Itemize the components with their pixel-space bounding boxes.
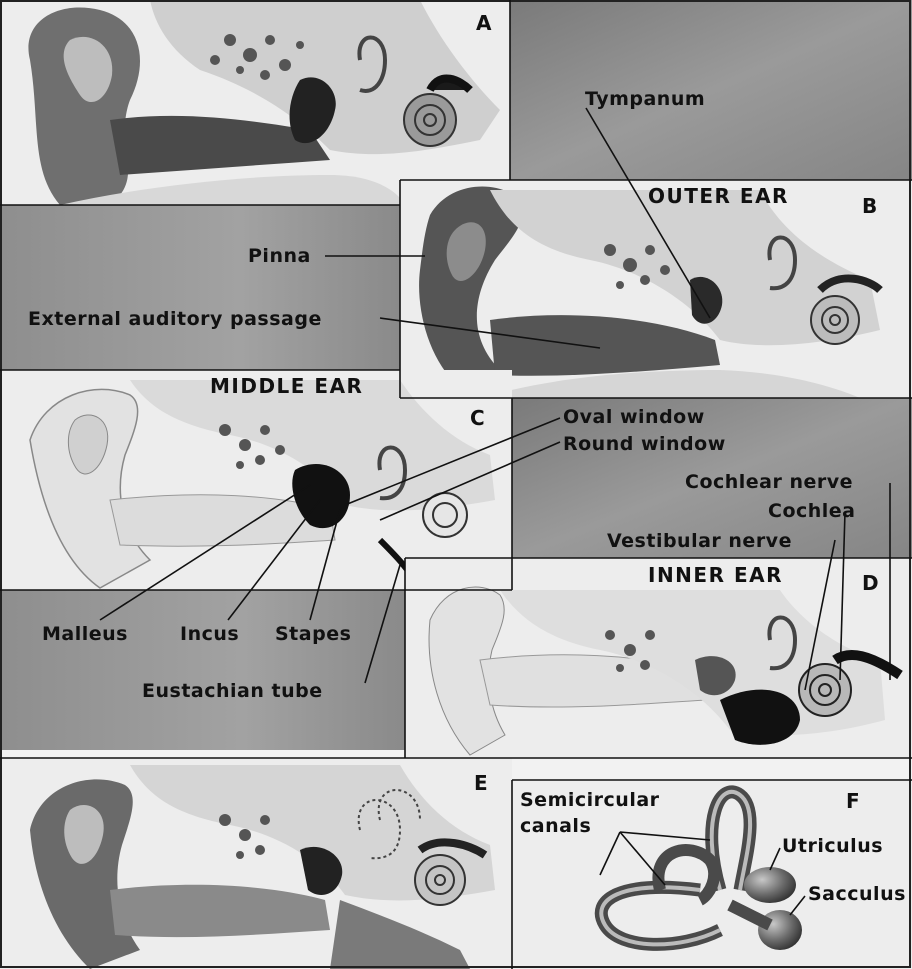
label-tympanum: Tympanum bbox=[585, 88, 705, 110]
panel-letter-d: D bbox=[862, 571, 879, 595]
label-canals: canals bbox=[520, 815, 591, 837]
label-cochlea: Cochlea bbox=[768, 500, 856, 522]
gray-box-left-b bbox=[0, 205, 400, 370]
panel-b-illustration bbox=[400, 180, 912, 398]
panel-letter-f: F bbox=[846, 789, 860, 813]
label-stapes: Stapes bbox=[275, 623, 351, 645]
label-incus: Incus bbox=[180, 623, 239, 645]
panel-e-illustration bbox=[0, 758, 512, 969]
panel-d-illustration bbox=[405, 558, 912, 758]
label-external-auditory-passage: External auditory passage bbox=[28, 308, 322, 330]
heading-outer-ear: OUTER EAR bbox=[648, 184, 789, 208]
label-sacculus: Sacculus bbox=[808, 883, 906, 905]
label-utriculus: Utriculus bbox=[782, 835, 883, 857]
label-round-window: Round window bbox=[563, 433, 726, 455]
heading-middle-ear: MIDDLE EAR bbox=[210, 374, 363, 398]
panel-a-illustration bbox=[0, 0, 510, 205]
panel-letter-b: B bbox=[862, 194, 878, 218]
panel-letter-e: E bbox=[474, 771, 488, 795]
label-eustachian-tube: Eustachian tube bbox=[142, 680, 323, 702]
panel-letter-a: A bbox=[476, 11, 492, 35]
panel-c-illustration bbox=[0, 370, 512, 590]
label-pinna: Pinna bbox=[248, 245, 311, 267]
label-semicircular: Semicircular bbox=[520, 789, 660, 811]
gray-box-left-d bbox=[0, 590, 405, 750]
label-oval-window: Oval window bbox=[563, 406, 705, 428]
label-malleus: Malleus bbox=[42, 623, 128, 645]
label-vestibular-nerve: Vestibular nerve bbox=[607, 530, 792, 552]
panel-letter-c: C bbox=[470, 406, 485, 430]
label-cochlear-nerve: Cochlear nerve bbox=[685, 471, 853, 493]
heading-inner-ear: INNER EAR bbox=[648, 563, 783, 587]
gray-box-top-right bbox=[510, 0, 912, 180]
